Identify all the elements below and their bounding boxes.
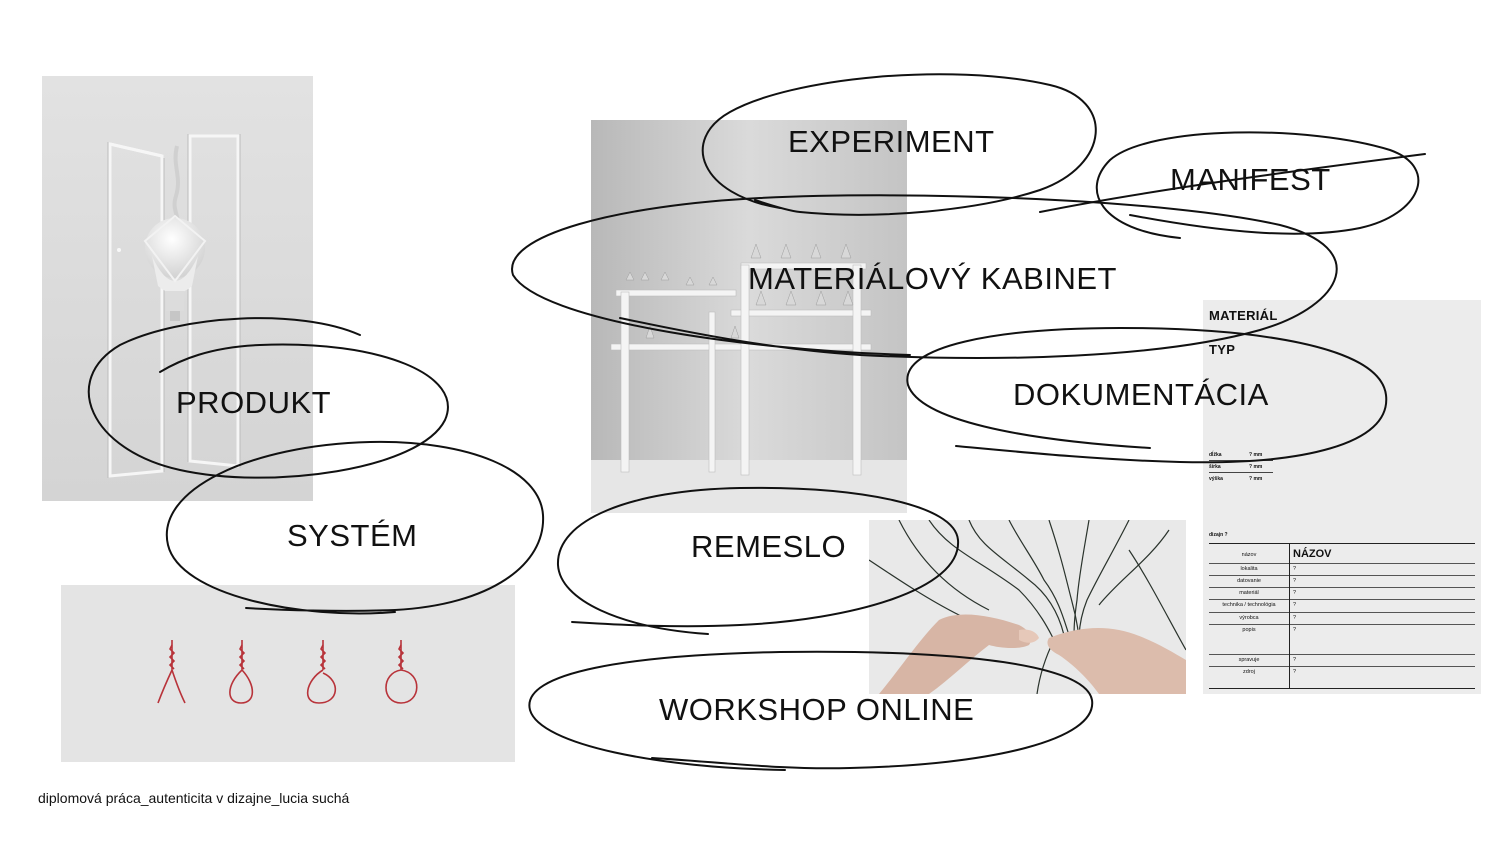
dimension-height: výška ? mm: [1209, 476, 1263, 482]
table-row: zdroj ?: [1243, 669, 1297, 675]
table-bottom-rule: [1209, 688, 1475, 689]
cabinet-illustration: [591, 120, 907, 513]
keyword-system: SYSTÉM: [287, 518, 418, 553]
table-row: výrobca ?: [1209, 613, 1475, 625]
wire-hooks-illustration: [61, 585, 515, 762]
lamp-photo: [42, 76, 313, 501]
table-row: technika / technológia ?: [1209, 600, 1475, 613]
documentation-table: názov NÁZOV lokalita ? datovanie ? mater…: [1209, 543, 1475, 689]
keyword-documentation: DOKUMENTÁCIA: [1013, 377, 1269, 412]
table-row: materiál ?: [1209, 588, 1475, 600]
documentation-card: MATERIÁL TYP dĺžka ? mm šírka ? mm výška…: [1203, 300, 1481, 694]
dimension-length: dĺžka ? mm: [1209, 452, 1263, 458]
dimension-divider: [1209, 472, 1273, 473]
lamp-illustration: [42, 76, 313, 501]
type-label: TYP: [1209, 342, 1236, 357]
design-label: dizajn ?: [1209, 532, 1228, 538]
hands-wire-illustration: [869, 520, 1186, 694]
keyword-experiment: EXPERIMENT: [788, 124, 995, 159]
table-row: spravuje ?: [1209, 655, 1475, 667]
table-row: lokalita ?: [1209, 564, 1475, 576]
wire-hooks-photo: [61, 585, 515, 762]
table-top-rule: [1209, 543, 1475, 544]
keyword-manifest: MANIFEST: [1170, 162, 1331, 197]
table-column-rule: [1289, 543, 1290, 688]
dimension-width: šírka ? mm: [1209, 464, 1263, 470]
dimension-divider: [1209, 460, 1273, 461]
table-row: názov NÁZOV: [1209, 544, 1475, 564]
keyword-craft: REMESLO: [691, 529, 847, 564]
material-label: MATERIÁL: [1209, 308, 1278, 323]
footer-caption: diplomová práca_autenticita v dizajne_lu…: [38, 790, 350, 806]
hands-wire-photo: [869, 520, 1186, 694]
keyword-cabinet: MATERIÁLOVÝ KABINET: [748, 261, 1117, 296]
table-row: datovanie ?: [1209, 576, 1475, 588]
cabinet-photo: [591, 120, 907, 513]
keyword-product: PRODUKT: [176, 385, 332, 420]
table-row: popis ?: [1209, 625, 1475, 655]
keyword-workshop: WORKSHOP ONLINE: [659, 692, 975, 727]
